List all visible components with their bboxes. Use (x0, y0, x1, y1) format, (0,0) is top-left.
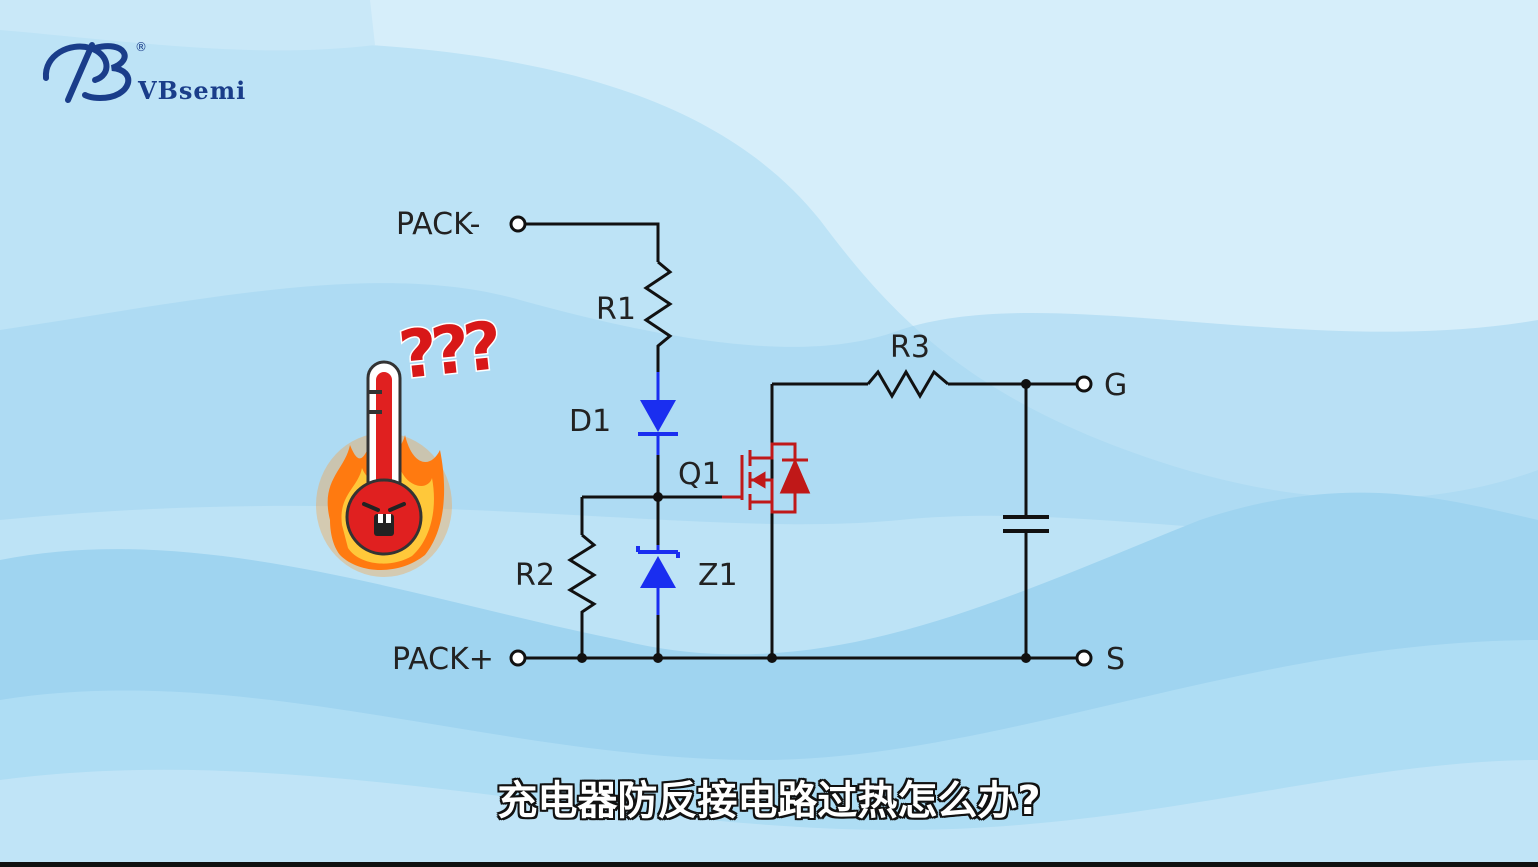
question-mark-icon: ??? (394, 306, 503, 396)
zener-z1 (636, 545, 680, 615)
subtitle-caption: 充电器防反接电路过热怎么办? (497, 778, 1041, 824)
registered-mark: ® (135, 40, 147, 54)
label-r2: R2 (515, 558, 555, 593)
terminal-pack-minus (509, 215, 527, 233)
terminal-s (1075, 649, 1093, 667)
junctions (577, 379, 1031, 663)
vbsemi-logo: ® VBsemi (42, 40, 246, 105)
label-g: G (1104, 368, 1127, 403)
brand-name: VBsemi (137, 76, 246, 105)
label-z1: Z1 (698, 558, 738, 593)
terminals (509, 215, 1093, 667)
label-pack-minus: PACK- (396, 207, 480, 242)
terminal-pack-plus (509, 649, 527, 667)
label-s: S (1106, 642, 1125, 677)
label-d1: D1 (569, 404, 611, 439)
question-marks: ??? (395, 307, 501, 394)
terminal-g (1075, 375, 1093, 393)
label-pack-plus: PACK+ (392, 642, 494, 677)
diode-d1 (638, 372, 678, 455)
label-r3: R3 (890, 330, 930, 365)
mosfet-q1 (722, 442, 811, 514)
label-q1: Q1 (678, 457, 721, 492)
thermometer-icon (316, 360, 452, 577)
circuit-wires (526, 222, 1076, 660)
label-r1: R1 (596, 292, 636, 327)
logo-monogram-icon (42, 42, 132, 103)
